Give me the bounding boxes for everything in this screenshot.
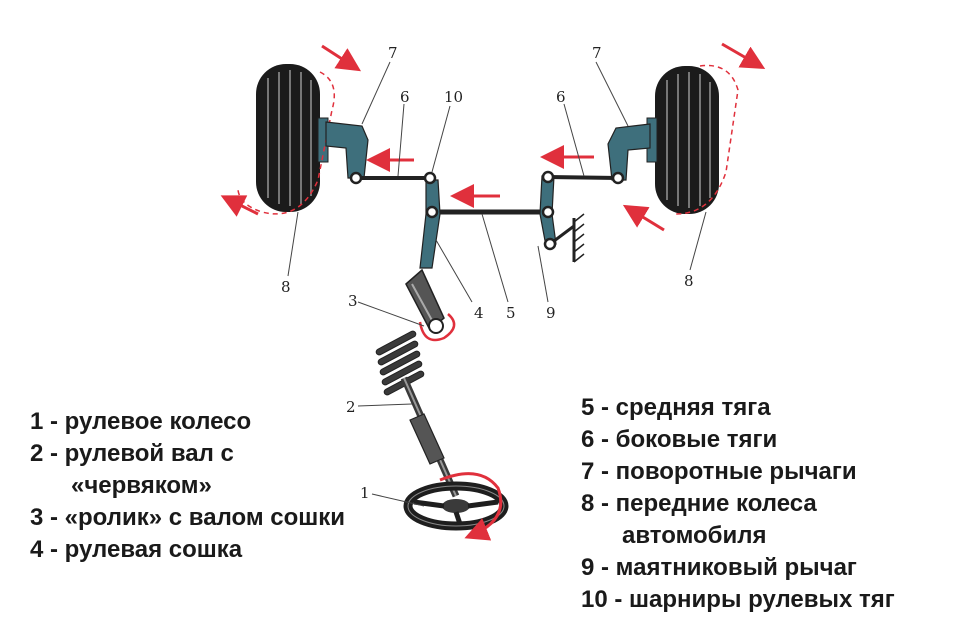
right-wheel-turned-outline — [675, 64, 739, 215]
callout-2: 2 — [346, 398, 356, 416]
steering-wheel — [403, 481, 509, 531]
callout-3: 3 — [348, 292, 358, 310]
tie-rod-joints — [349, 170, 625, 251]
legend-item-4: 4 - рулевая сошка — [30, 536, 243, 563]
left-front-wheel — [256, 64, 329, 212]
callout-8-left: 8 — [281, 278, 291, 296]
steering-gear — [405, 268, 445, 334]
callout-5: 5 — [506, 304, 516, 322]
shaft-coupling — [409, 413, 445, 465]
wheel-rotation-arrow — [439, 472, 503, 541]
legend-item-7: 7 - поворотные рычаги — [581, 458, 857, 485]
legend-item-9: 9 - маятниковый рычаг — [581, 554, 857, 581]
legend-item-6: 6 - боковые тяги — [581, 426, 778, 453]
right-front-wheel — [646, 66, 719, 214]
left-steering-arm — [325, 121, 369, 179]
legend-item-8: 8 - передние колеса — [581, 490, 817, 517]
left-wheel-turned-outline — [237, 71, 335, 215]
callout-1: 1 — [360, 484, 370, 502]
callout-9: 9 — [546, 304, 556, 322]
callout-7-right: 7 — [592, 44, 602, 62]
legend-item-2: 2 - рулевой вал с — [30, 440, 234, 467]
motion-arrows — [220, 42, 766, 232]
legend-item-8-cont: автомобиля — [622, 522, 767, 549]
callout-6-right: 6 — [556, 88, 566, 106]
worm-gear — [375, 330, 425, 396]
pitman-arm — [419, 179, 441, 269]
leader-lines — [287, 61, 707, 507]
legend-item-1: 1 - рулевое колесо — [30, 408, 252, 435]
right-steering-arm — [607, 123, 651, 181]
legend-left: 1 - рулевое колесо 2 - рулевой вал с «че… — [30, 406, 345, 566]
right-side-tie-rod — [547, 175, 619, 180]
roller-rotation-arrow — [418, 313, 456, 342]
legend-right: 5 - средняя тяга 6 - боковые тяги 7 - по… — [581, 392, 895, 616]
legend-item-10: 10 - шарниры рулевых тяг — [581, 586, 895, 613]
callout-6-left: 6 — [400, 88, 410, 106]
legend-item-2-cont: «червяком» — [71, 472, 212, 499]
legend-item-3: 3 - «ролик» с валом сошки — [30, 504, 346, 531]
callout-7-left: 7 — [388, 44, 398, 62]
callout-4: 4 — [474, 304, 484, 322]
callout-10: 10 — [444, 88, 463, 106]
callout-8-right: 8 — [684, 272, 694, 290]
legend-item-5: 5 - средняя тяга — [581, 394, 771, 421]
frame-mount — [572, 213, 585, 263]
